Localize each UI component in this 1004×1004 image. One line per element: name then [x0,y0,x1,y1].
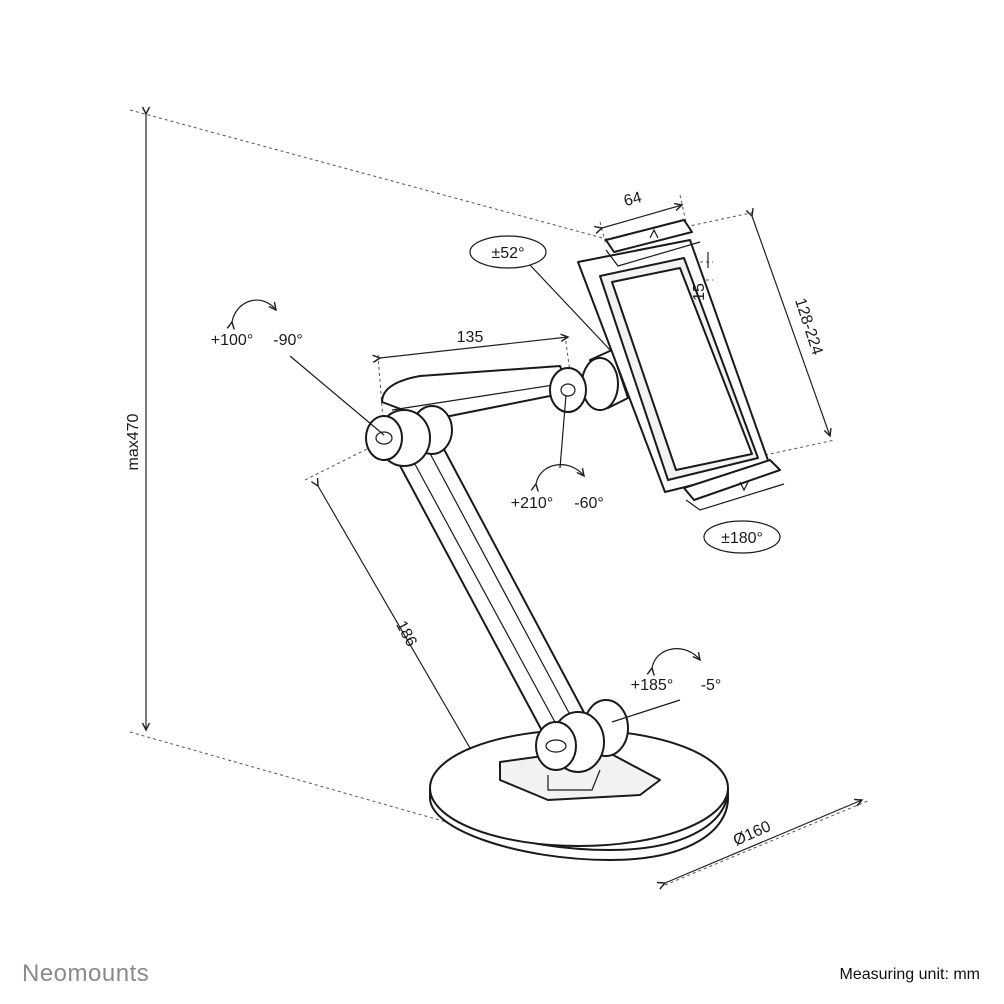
elbow-rotate-arrow [232,299,276,322]
wrist-rotate-arrow [536,464,584,484]
dimension-lines [146,114,862,883]
head-tilt-label: ±52° [492,245,525,262]
brand-logo: Neomounts [22,960,150,987]
elbow-hinge [365,405,453,467]
grip-width-label: 64 [622,189,644,210]
wrist-leader [559,394,567,469]
tablet-range-label: 128-224 [791,296,825,357]
head-rotate-label: ±180° [721,530,763,547]
base-rotate-arrow [652,648,700,668]
base-leader [611,699,681,723]
upper-arm-label: 135 [457,329,484,346]
tablet-holder [577,219,785,511]
head-rotate-ellipse [703,520,781,554]
wrist-hinge [549,349,629,413]
rotation-symbols [232,235,781,723]
head-tilt-leader [529,264,613,353]
elbow-leader [289,355,385,436]
grip-depth-label: 15 [691,283,708,301]
base-neg-label: -5° [701,677,722,694]
base-pos-label: +185° [631,677,673,694]
base-hinge [535,699,629,773]
lower-arm-label: 186 [392,618,420,650]
lower-arm [397,437,589,743]
elbow-neg-label: -90° [273,332,303,349]
base-diameter-label: Ø160 [731,818,774,849]
wrist-neg-label: -60° [574,495,604,512]
wrist-pos-label: +210° [511,495,553,512]
elbow-pos-label: +100° [211,332,253,349]
head-tilt-ellipse [469,235,547,269]
height-label: max470 [125,413,142,470]
measuring-unit-note: Measuring unit: mm [839,966,981,983]
